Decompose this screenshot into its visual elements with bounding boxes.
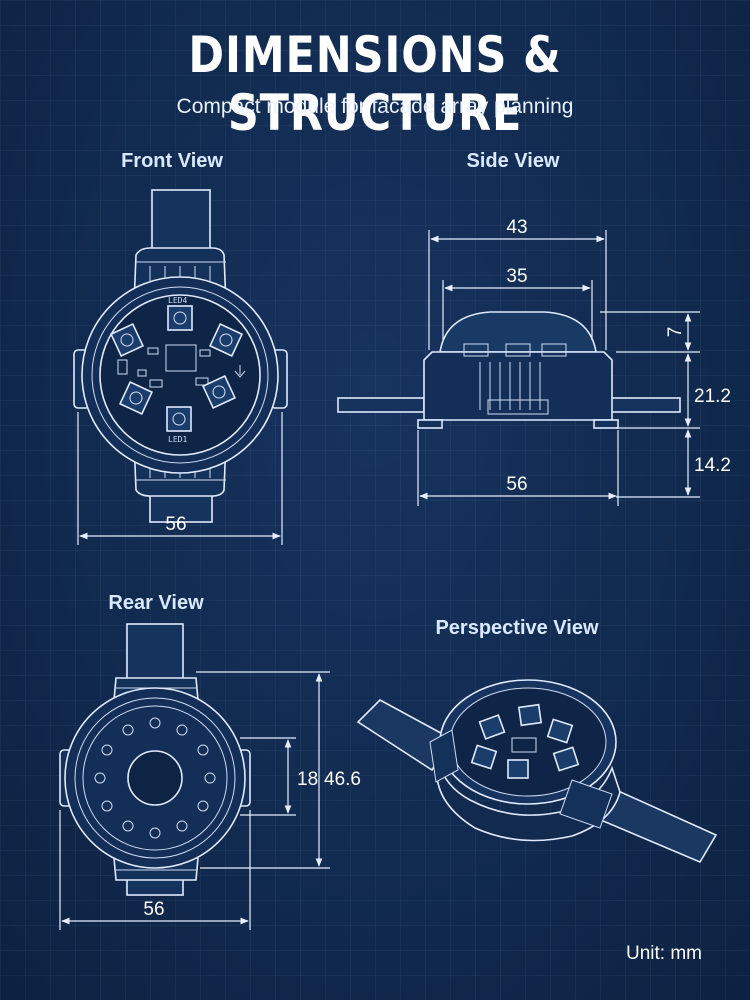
side-view-drawing: 43 35 7 21.2 14.2 56: [337, 217, 731, 506]
rear-height-dim: 46.6: [324, 769, 361, 790]
side-body-dim: 21.2: [694, 386, 731, 407]
front-view-drawing: LED4 LED1 56: [73, 189, 288, 545]
rear-width-dim: 56: [143, 899, 164, 920]
side-outer-dim: 43: [506, 217, 527, 238]
rear-view-drawing: 18 46.6 56: [59, 623, 361, 930]
side-dome-dim: 7: [665, 327, 686, 338]
side-inner-dim: 35: [506, 266, 527, 287]
front-width-dim: 56: [165, 514, 186, 535]
perspective-view-drawing: [356, 679, 718, 864]
rear-view-label: Rear View: [108, 592, 204, 614]
page-subtitle: Compact module for facade array planning: [176, 95, 574, 118]
rear-hole-dim: 18: [297, 769, 318, 790]
perspective-view-label: Perspective View: [435, 617, 599, 639]
side-view-label: Side View: [466, 150, 560, 172]
unit-label: Unit: mm: [626, 943, 702, 964]
side-width-dim: 56: [506, 474, 527, 495]
pcb-led-top-label: LED4: [168, 296, 187, 305]
pcb-led-bottom-label: LED1: [168, 435, 187, 444]
page-title: DIMENSIONS & STRUCTURE: [188, 26, 562, 142]
front-view-label: Front View: [121, 150, 223, 172]
side-flange-dim: 14.2: [694, 455, 731, 476]
